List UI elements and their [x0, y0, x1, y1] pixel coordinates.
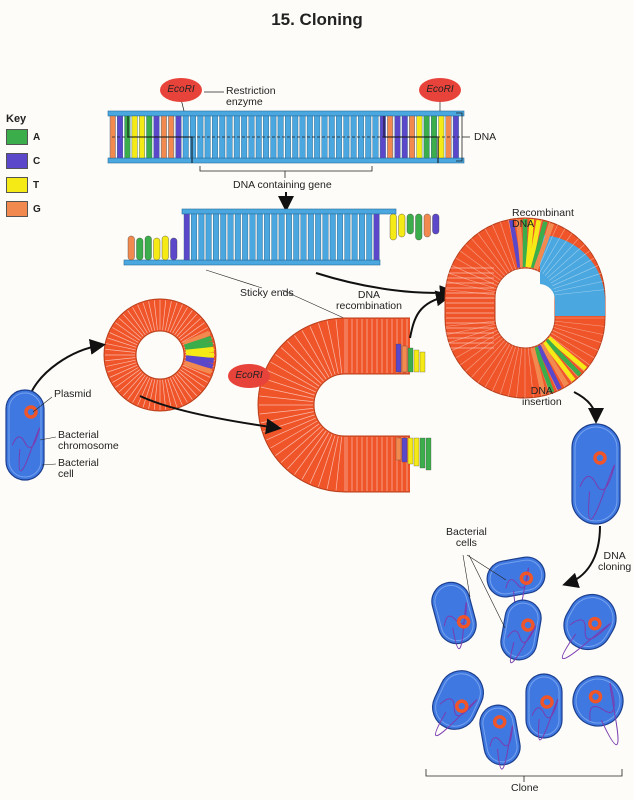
label-clone: Clone — [511, 782, 539, 794]
label-dna-insertion: DNA insertion — [522, 385, 562, 408]
arrow-insertion — [573, 391, 604, 424]
arrow-to-plasmid — [29, 338, 106, 396]
label-dna-cloning: DNA cloning — [598, 550, 632, 573]
page-title: 15. Cloning — [271, 10, 363, 29]
label-dna: DNA — [474, 131, 497, 143]
label-recombinant-dna: Recombinant DNA — [512, 207, 574, 230]
bacterial-cell-recombinant — [571, 423, 621, 525]
label-dna-recombination: DNA recombination — [336, 289, 402, 312]
label-dna-containing-gene: DNA containing gene — [233, 179, 332, 191]
key-label-g: G — [33, 204, 41, 215]
clone-cell-2 — [431, 581, 477, 650]
plasmid-ring — [103, 298, 217, 412]
bacterial-cell-source — [5, 389, 45, 481]
label-bacterial-cell: Bacterial cell — [58, 457, 99, 480]
clone-cell-3 — [500, 599, 542, 664]
clone-cell-7 — [525, 673, 563, 741]
dna-double-strand — [107, 110, 470, 164]
arrow-recombination — [409, 290, 452, 339]
recombinant-dna — [444, 217, 606, 399]
clone-cell-8 — [572, 675, 624, 746]
clone-cell-6 — [479, 704, 521, 770]
clone-bracket — [425, 769, 623, 777]
label-bacterial-chromosome: Bacterial chromosome — [58, 429, 119, 452]
clone-cell-5 — [432, 670, 484, 737]
key-swatch-a — [6, 129, 28, 145]
ecori-enzyme-left: EcoRI — [160, 78, 202, 102]
label-restriction-enzyme: Restriction enzyme — [226, 85, 276, 108]
key-swatch-t — [6, 177, 28, 193]
open-plasmid — [257, 317, 432, 493]
dna-fragment — [123, 208, 440, 266]
key-heading: Key — [6, 113, 27, 125]
clone-cell-4 — [561, 593, 617, 660]
key-swatch-c — [6, 153, 28, 169]
gene-bracket — [199, 166, 373, 172]
key-label-c: C — [33, 156, 41, 167]
key-label-a: A — [33, 132, 41, 143]
arrow-to-open-plasmid — [139, 395, 282, 435]
label-plasmid: Plasmid — [54, 388, 92, 400]
ecori-enzyme-plasmid: EcoRI — [228, 364, 270, 388]
ecori-enzyme-right: EcoRI — [419, 78, 461, 102]
key-swatch-g — [6, 201, 28, 217]
key-label-t: T — [33, 180, 40, 191]
arrow-cloning — [562, 525, 601, 589]
label-bacterial-cells: Bacterial cells — [446, 526, 487, 549]
label-sticky-ends: Sticky ends — [240, 287, 294, 299]
